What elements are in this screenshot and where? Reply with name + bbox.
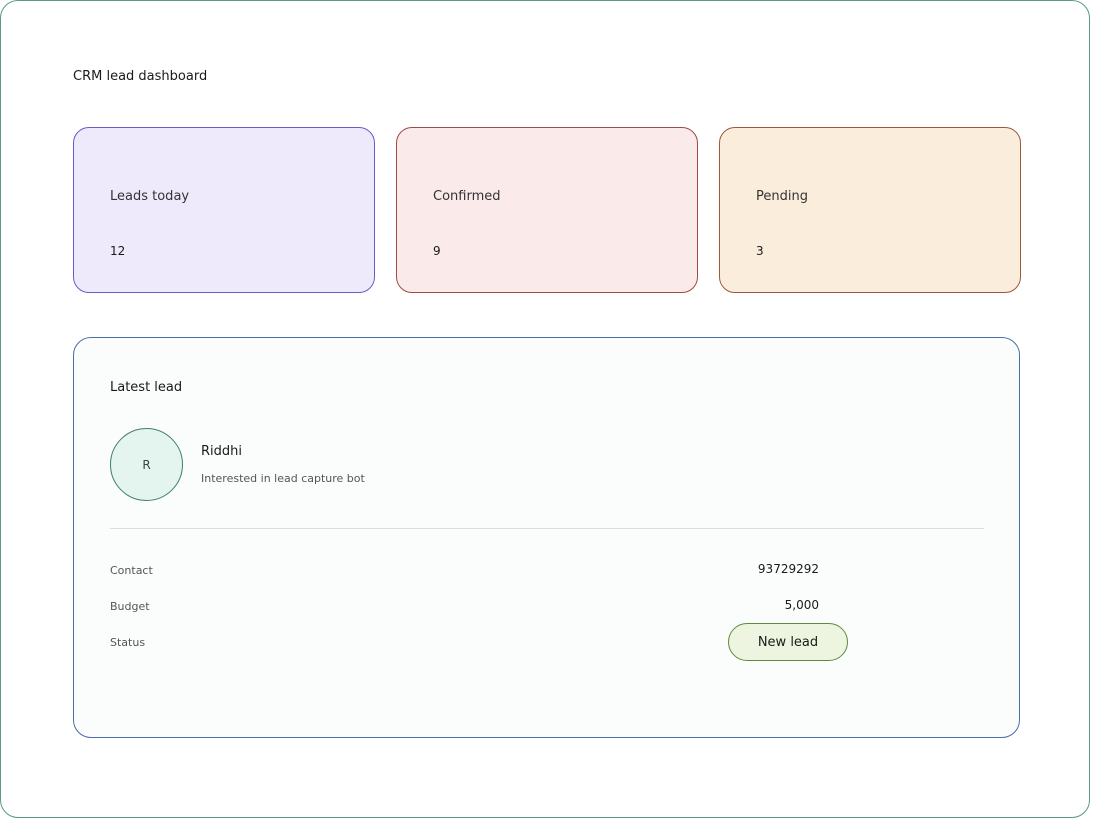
avatar[interactable]: R xyxy=(110,428,183,501)
latest-lead-panel: Latest lead R Riddhi Interested in lead … xyxy=(73,337,1020,738)
stat-value: 12 xyxy=(110,244,126,258)
stat-card-confirmed[interactable]: Confirmed 9 xyxy=(396,127,698,293)
page-title: CRM lead dashboard xyxy=(73,69,208,84)
panel-title: Latest lead xyxy=(110,380,183,395)
stat-value: 3 xyxy=(756,244,764,258)
stat-label: Pending xyxy=(756,189,808,204)
stat-card-leads-today[interactable]: Leads today 12 xyxy=(73,127,375,293)
divider xyxy=(110,528,984,529)
stat-value: 9 xyxy=(433,244,441,258)
contact-value[interactable]: 93729292 xyxy=(757,562,819,576)
status-badge-label: New lead xyxy=(757,634,819,650)
stat-label: Confirmed xyxy=(433,189,501,204)
lead-name[interactable]: Riddhi xyxy=(201,444,242,459)
stat-label: Leads today xyxy=(110,189,190,204)
avatar-initial: R xyxy=(142,457,151,472)
lead-description: Interested in lead capture bot xyxy=(201,472,365,485)
status-badge[interactable]: New lead xyxy=(728,623,848,661)
status-label: Status xyxy=(110,636,146,649)
budget-label: Budget xyxy=(110,600,150,613)
contact-label: Contact xyxy=(110,564,153,577)
budget-value: 5,000 xyxy=(784,598,819,612)
stat-card-pending[interactable]: Pending 3 xyxy=(719,127,1021,293)
